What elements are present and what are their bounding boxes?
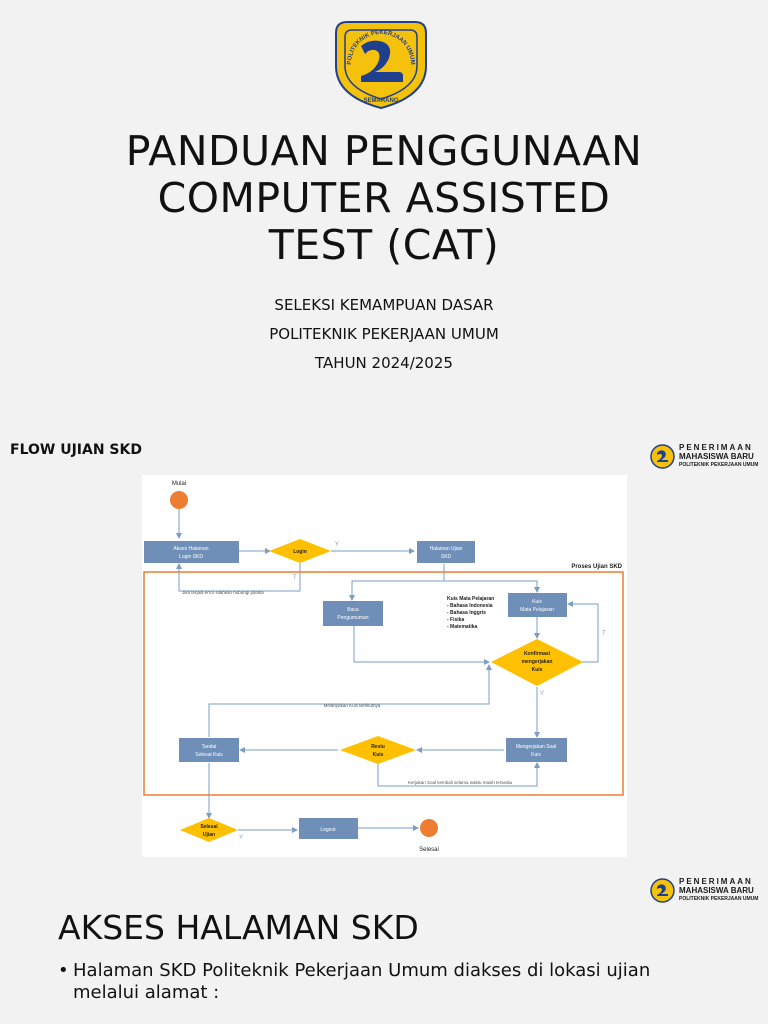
end-label: Selesai xyxy=(419,847,439,853)
flow-slide-title: FLOW UJIAN SKD xyxy=(10,442,142,458)
mengerjakan-label: Mengerjakan Soal xyxy=(516,744,556,750)
cover-title-line: COMPUTER ASSISTED xyxy=(157,174,611,222)
akses-bullet-text: Halaman SKD Politeknik Pekerjaan Umum di… xyxy=(73,960,651,1003)
akses-slide-title: AKSES HALAMAN SKD xyxy=(58,908,419,947)
cover-subtitle-line: TAHUN 2024/2025 xyxy=(315,354,453,372)
yes-label: Y xyxy=(335,542,339,548)
pmb-logo-icon xyxy=(650,444,675,469)
reviu-label: Reviu xyxy=(371,744,385,750)
pmb-badge: PENERIMAAN MAHASISWA BARU POLITEKNIK PEK… xyxy=(650,877,758,904)
kuis-box-label: Mata Pelajaran xyxy=(520,607,554,613)
no-label: T xyxy=(602,631,606,637)
kuis-list-title: Kuis Mata Pelajaran xyxy=(447,596,494,602)
selesai-ujian-label: Selesai xyxy=(200,824,218,830)
akses-login-label: Login SKD xyxy=(179,554,203,560)
pmb-line2: MAHASISWA BARU xyxy=(679,886,754,895)
cover-title-line: PANDUAN PENGGUNAAN xyxy=(125,127,643,175)
lanjut-note: Melanjutkan Kuis Berikutnya xyxy=(324,703,381,708)
pmb-line2: MAHASISWA BARU xyxy=(679,452,754,461)
group-title: Proses Ujian SKD xyxy=(571,564,622,570)
pmb-line1: PENERIMAAN xyxy=(679,443,753,452)
reviu-decision xyxy=(340,736,416,764)
login-decision xyxy=(269,539,331,563)
halaman-ujian-box xyxy=(417,541,475,563)
baca-pengumuman-box xyxy=(323,601,383,626)
baca-label: Pengumuman xyxy=(337,615,368,621)
konfirmasi-label: Konfirmasi xyxy=(524,651,551,657)
mengerjakan-box xyxy=(506,738,567,762)
akses-login-label: Akses Halaman xyxy=(173,546,208,552)
kuis-box xyxy=(508,593,567,617)
cover-subtitle-line: SELEKSI KEMAMPUAN DASAR xyxy=(274,296,494,314)
kuis-list-item: - Fisika xyxy=(447,617,464,623)
end-node xyxy=(420,819,438,837)
kuis-list-item: - Bahasa Indonesia xyxy=(447,603,493,609)
group-box xyxy=(143,571,624,796)
kuis-list-item: - Bahasa Inggris xyxy=(447,610,486,616)
kuis-list-item: - Matematika xyxy=(447,624,478,630)
tandai-label: Tandai xyxy=(202,744,217,750)
cover-subtitle-line: POLITEKNIK PEKERJAAN UMUM xyxy=(269,325,499,343)
pupr-logo: POLITEKNIK PEKERJAAN UMUM SEMARANG xyxy=(331,16,431,112)
halaman-ujian-label: Halaman Ujian xyxy=(430,546,463,552)
tandai-selesai-box xyxy=(179,738,239,762)
yes-label: Y xyxy=(540,691,544,697)
logout-label: Logout xyxy=(320,827,336,833)
bullet-dot-icon: • xyxy=(58,960,69,981)
konfirmasi-label: mengerjakan xyxy=(522,659,553,665)
pmb-line3: POLITEKNIK PEKERJAAN UMUM xyxy=(679,896,759,902)
pmb-badge: PENERIMAAN MAHASISWA BARU POLITEKNIK PEK… xyxy=(650,443,758,470)
error-note: Jika terjadi error silahkan hubungi pani… xyxy=(182,590,264,595)
no-label: T xyxy=(293,575,297,581)
baca-label: Baca xyxy=(347,607,359,613)
pmb-logo-icon xyxy=(650,878,675,903)
kerjakan-note: Kerjakan Soal kembali selama waktu masih… xyxy=(408,780,513,785)
cover-title: PANDUAN PENGGUNAAN COMPUTER ASSISTED TES… xyxy=(0,128,768,269)
konfirmasi-label: Kuis xyxy=(532,667,543,673)
pmb-line1: PENERIMAAN xyxy=(679,877,753,886)
flow-diagram: Proses Ujian SKD Mulai Akses Halaman Log… xyxy=(142,475,627,857)
logout-box xyxy=(299,818,358,839)
login-label: Login xyxy=(293,549,307,555)
pmb-line3: POLITEKNIK PEKERJAAN UMUM xyxy=(679,462,759,468)
mengerjakan-label: Kuis xyxy=(531,752,541,758)
kuis-box-label: Kuis xyxy=(532,599,542,605)
logo-city-text: SEMARANG xyxy=(363,98,398,104)
akses-bullet: • Halaman SKD Politeknik Pekerjaan Umum … xyxy=(58,960,698,1004)
yes-label: Y xyxy=(239,835,243,841)
selesai-ujian-label: Ujian xyxy=(203,832,215,838)
cover-title-line: TEST (CAT) xyxy=(268,221,500,269)
akses-login-box xyxy=(144,541,239,563)
start-label: Mulai xyxy=(172,481,186,487)
konfirmasi-decision xyxy=(491,639,583,686)
halaman-ujian-label: SKD xyxy=(441,554,452,560)
tandai-label: Selesai Kuis xyxy=(195,752,223,758)
reviu-label: Kuis xyxy=(373,752,384,758)
start-node xyxy=(170,491,188,509)
selesai-ujian-decision xyxy=(180,818,238,842)
